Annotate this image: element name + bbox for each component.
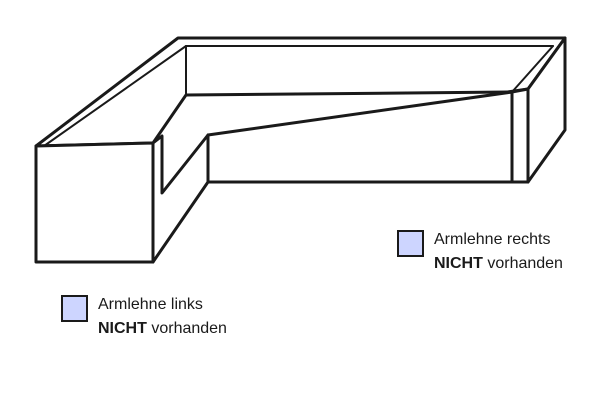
legend-armrest-right: Armlehne rechts NICHT vorhanden [397,228,563,276]
legend-emphasis-left: NICHT [98,320,147,337]
legend-label-right: Armlehne rechts [434,231,551,248]
backrest-inner-right-edge [511,45,554,93]
legend-label-left: Armlehne links [98,296,203,313]
legend-suffix-left: vorhanden [146,320,227,337]
legend-swatch-right [397,230,424,257]
legend-text-left: Armlehne links NICHT vorhanden [98,293,227,341]
legend-text-right: Armlehne rechts NICHT vorhanden [434,228,563,276]
legend-armrest-left: Armlehne links NICHT vorhanden [61,293,227,341]
backrest-right-side [526,36,567,184]
legend-swatch-left [61,295,88,322]
legend-status-left: NICHT vorhanden [98,317,227,341]
backrest-inner-left-edge [43,45,187,147]
legend-status-right: NICHT vorhanden [434,252,563,276]
seat-back-line [185,91,513,96]
left-end-front [34,141,155,264]
legend-emphasis-right: NICHT [434,255,483,272]
legend-suffix-right: vorhanden [482,255,563,272]
